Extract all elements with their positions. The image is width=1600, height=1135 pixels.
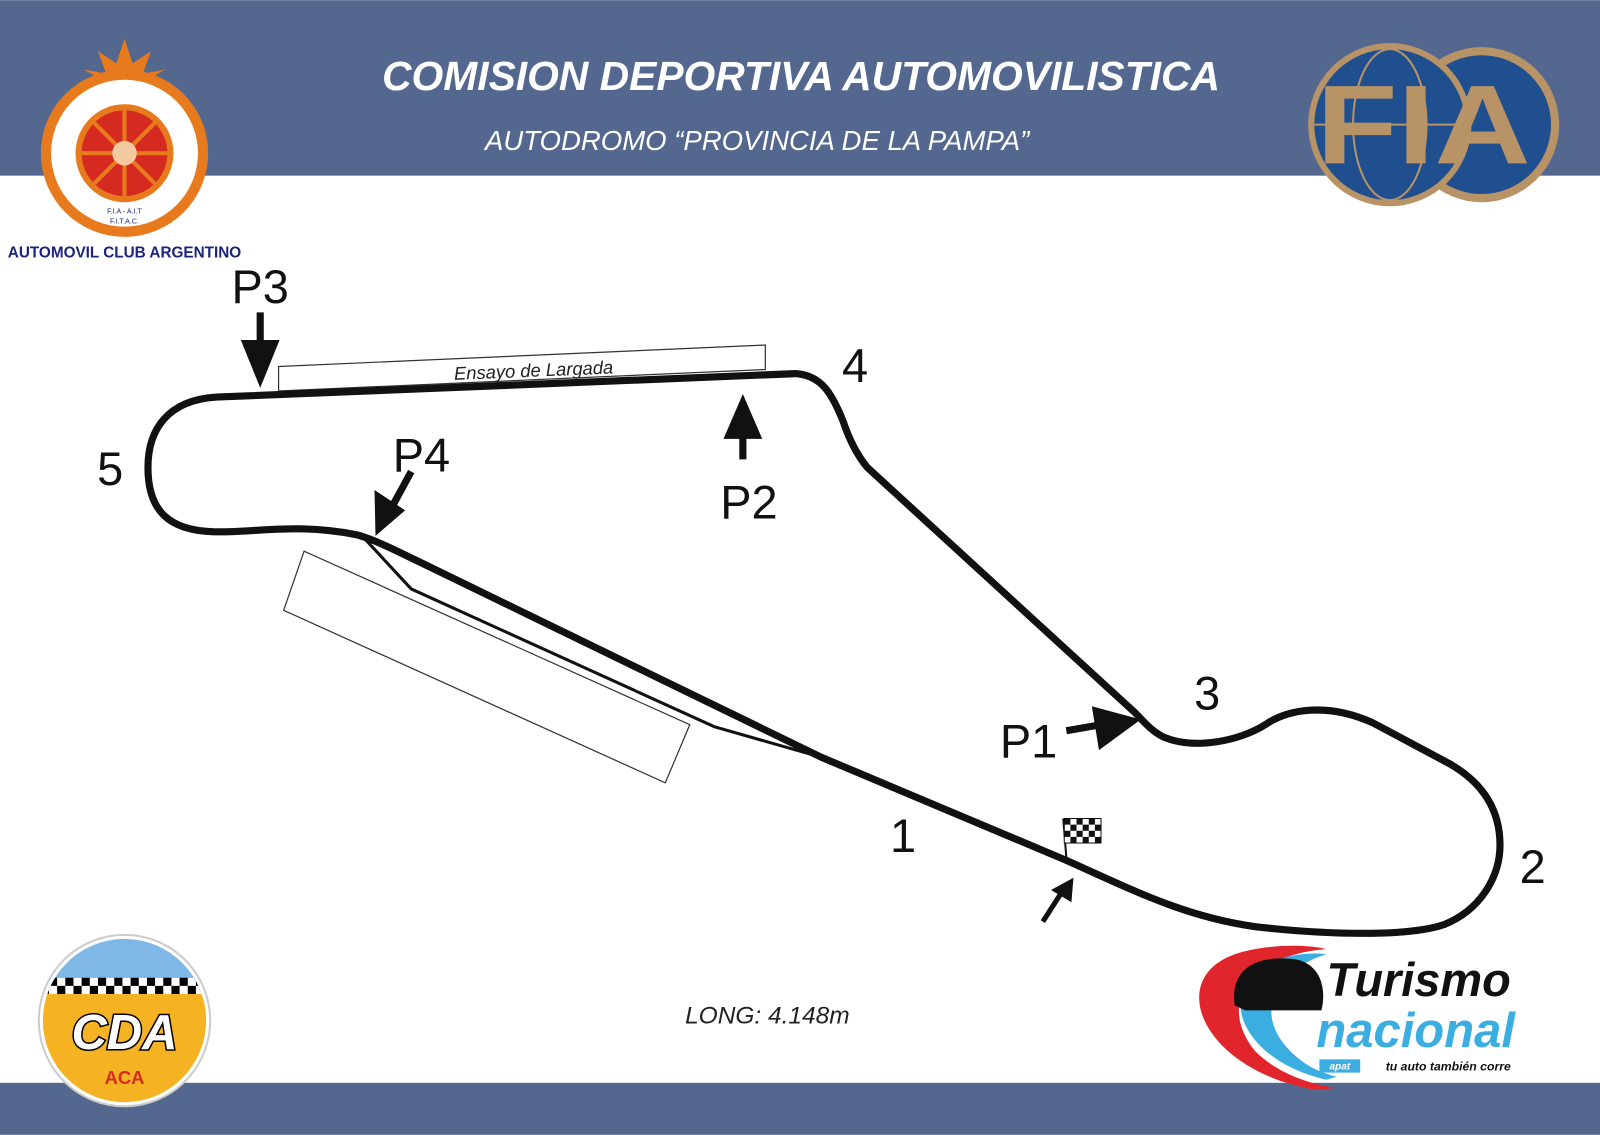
aca-small-2: F.I.T.A.C. <box>110 218 139 226</box>
turismo-line1: Turismo <box>1327 954 1511 1006</box>
fia-logo-text: FIA <box>1316 61 1530 187</box>
turismo-tag: apat <box>1329 1062 1351 1073</box>
turn-5-label: 5 <box>97 443 123 495</box>
aca-logo: F.I.A - A.I.T F.I.T.A.C. <box>40 38 209 237</box>
paddock-box <box>282 550 691 784</box>
pit-lane <box>358 531 822 759</box>
aca-small-1: F.I.A - A.I.T <box>107 207 142 215</box>
header-subtitle: AUTODROMO “PROVINCIA DE LA PAMPA” <box>483 125 1031 156</box>
track-outline <box>144 370 1504 937</box>
turn-3-label: 3 <box>1194 667 1220 719</box>
checkered-flag-icon <box>1062 818 1102 858</box>
footer-band <box>0 1082 1600 1135</box>
position-p2-label: P2 <box>720 477 777 529</box>
fia-logo: FIA <box>1308 43 1560 207</box>
turn-2-label: 2 <box>1520 841 1546 893</box>
cda-logo-text: CDA <box>71 1006 177 1060</box>
turismo-nacional-logo: Turismo nacional apat tu auto también co… <box>1199 945 1516 1090</box>
position-arrows <box>240 312 1141 923</box>
header-title: COMISION DEPORTIVA AUTOMOVILISTICA <box>382 53 1220 99</box>
turn-1-label: 1 <box>890 810 916 862</box>
aca-logo-text: AUTOMOVIL CLUB ARGENTINO <box>8 244 242 261</box>
start-practice-box <box>277 344 766 392</box>
turismo-line2: nacional <box>1316 1004 1516 1058</box>
position-p3-label: P3 <box>232 261 289 313</box>
track-length-label: LONG: 4.148m <box>685 1003 850 1030</box>
turismo-slogan: tu auto también corre <box>1386 1060 1511 1074</box>
position-p1-label: P1 <box>1000 715 1057 767</box>
turn-4-label: 4 <box>842 340 868 392</box>
cda-logo-sub: ACA <box>105 1067 145 1088</box>
position-p4-label: P4 <box>393 430 450 482</box>
cda-logo: CDA ACA <box>37 933 212 1108</box>
